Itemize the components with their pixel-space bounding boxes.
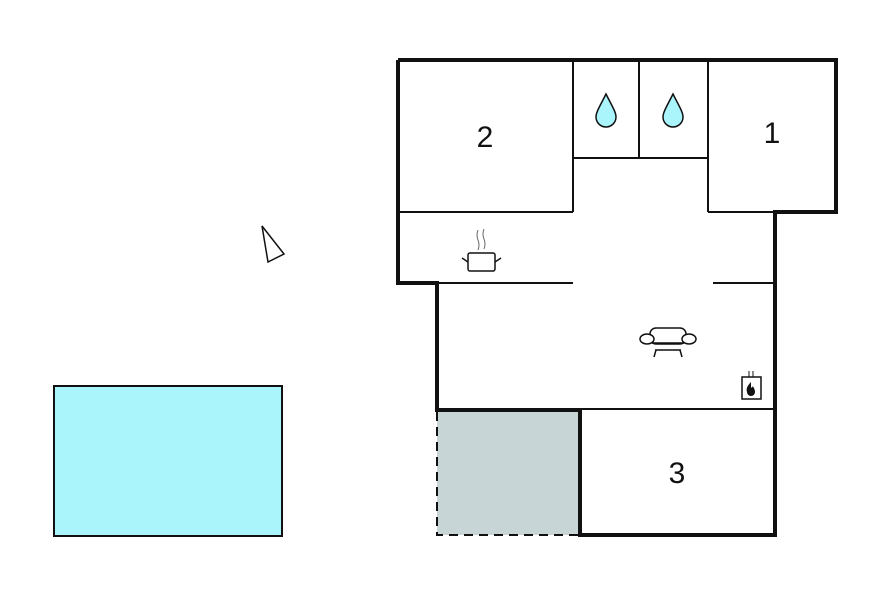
room-label-1: 1	[764, 117, 781, 150]
inner-walls	[398, 60, 775, 410]
sofa-icon	[639, 327, 697, 358]
room-label-3: 3	[669, 457, 686, 490]
water-drop-icon	[662, 92, 684, 128]
water-drop-icon	[595, 92, 617, 128]
north-arrow-icon	[261, 225, 286, 264]
terrace	[436, 409, 581, 536]
outer-walls	[396, 58, 838, 537]
pool	[53, 385, 283, 537]
room-label-2: 2	[477, 121, 494, 154]
fireplace-icon	[741, 371, 762, 400]
cooking-pot-icon	[461, 228, 502, 272]
